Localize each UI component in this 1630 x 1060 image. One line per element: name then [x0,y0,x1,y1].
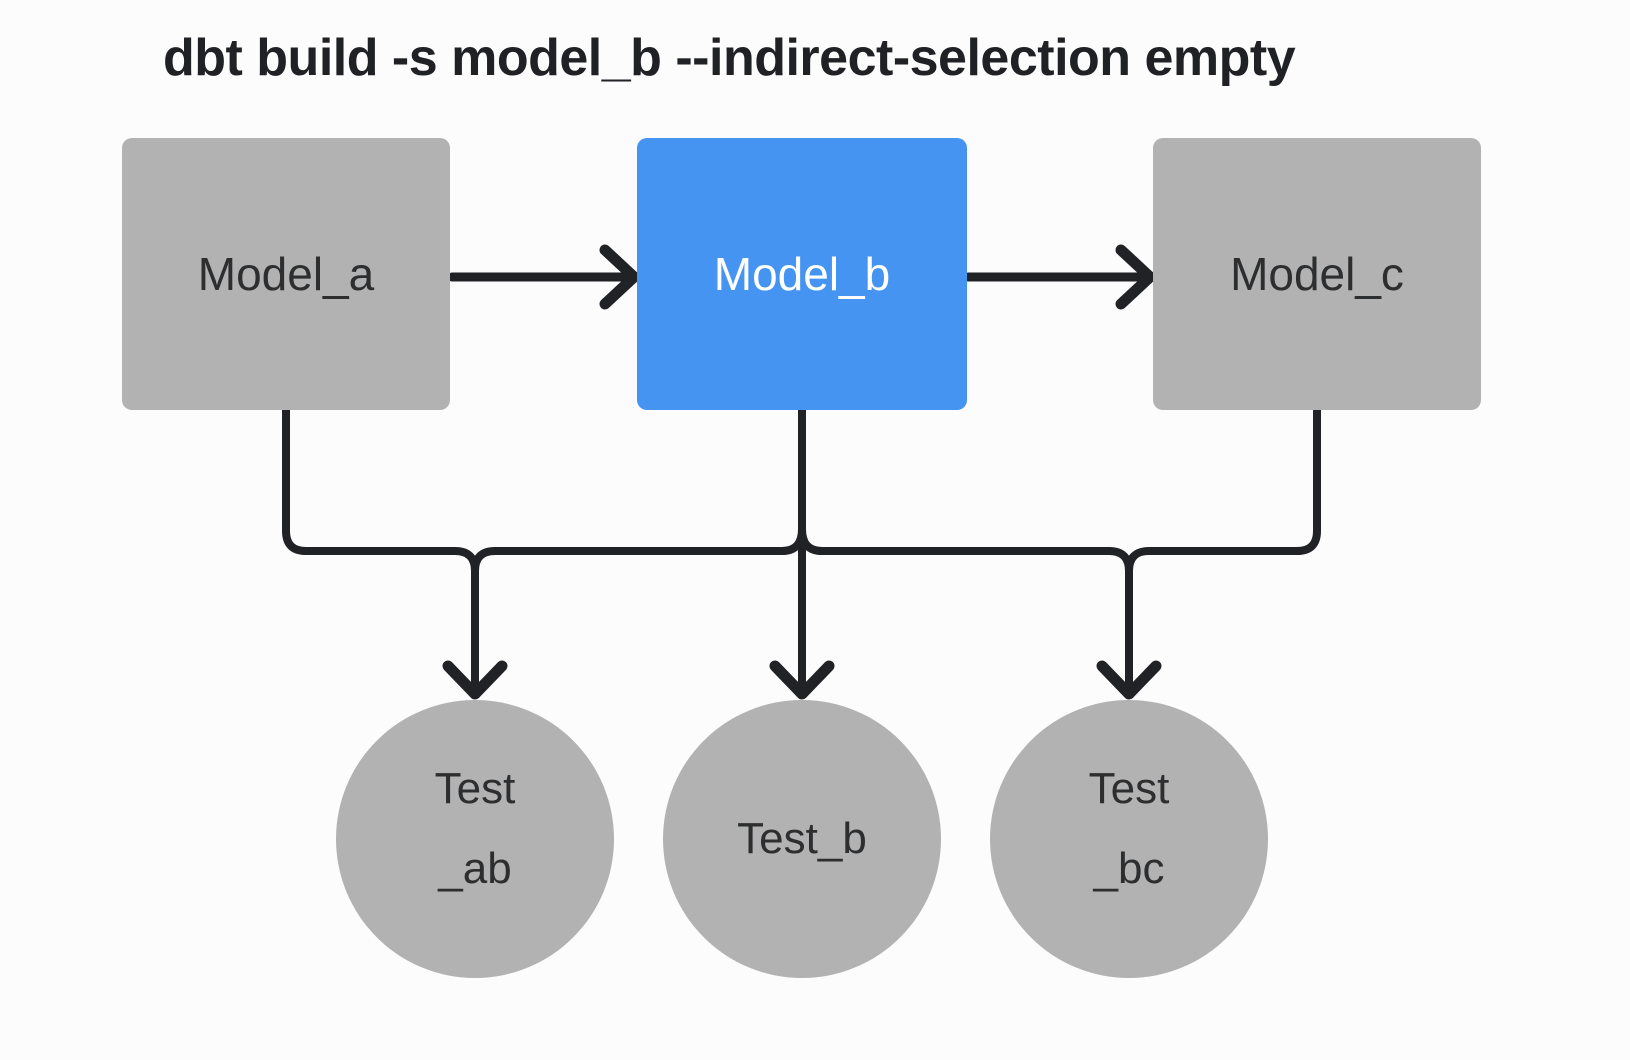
edge-model-a-to-test-ab [282,406,479,690]
node-model-c-label: Model_c [1230,248,1404,300]
node-test-bc-label-line2: _bc [1093,844,1165,893]
node-test-ab-label-line2: _ab [438,844,512,893]
edge-model-b-to-test-bc [798,525,1133,690]
node-model-a: Model_a [122,138,450,410]
arrowhead-test-b [769,660,835,700]
node-model-b-selected: Model_b [637,138,967,410]
edge-model-a-to-model-b-arrowhead [599,244,640,310]
diagram-title: dbt build -s model_b --indirect-selectio… [163,29,1296,87]
arrowhead-test-ab [442,660,508,700]
arrowhead-test-bc [1096,660,1162,700]
edge-model-b-to-test-ab [471,525,806,575]
node-test-b-label: Test_b [737,814,867,863]
node-model-c: Model_c [1153,138,1481,410]
node-test-bc: Test _bc [990,700,1268,978]
edge-model-c-to-test-bc [1125,406,1321,575]
node-test-ab: Test _ab [336,700,614,978]
edge-model-b-to-model-c-arrowhead [1115,244,1156,310]
node-model-a-label: Model_a [197,248,375,300]
node-test-ab-label-line1: Test [434,764,516,813]
node-test-b: Test_b [663,700,941,978]
node-model-b-label: Model_b [713,248,891,300]
node-test-bc-label-line1: Test [1088,764,1170,813]
